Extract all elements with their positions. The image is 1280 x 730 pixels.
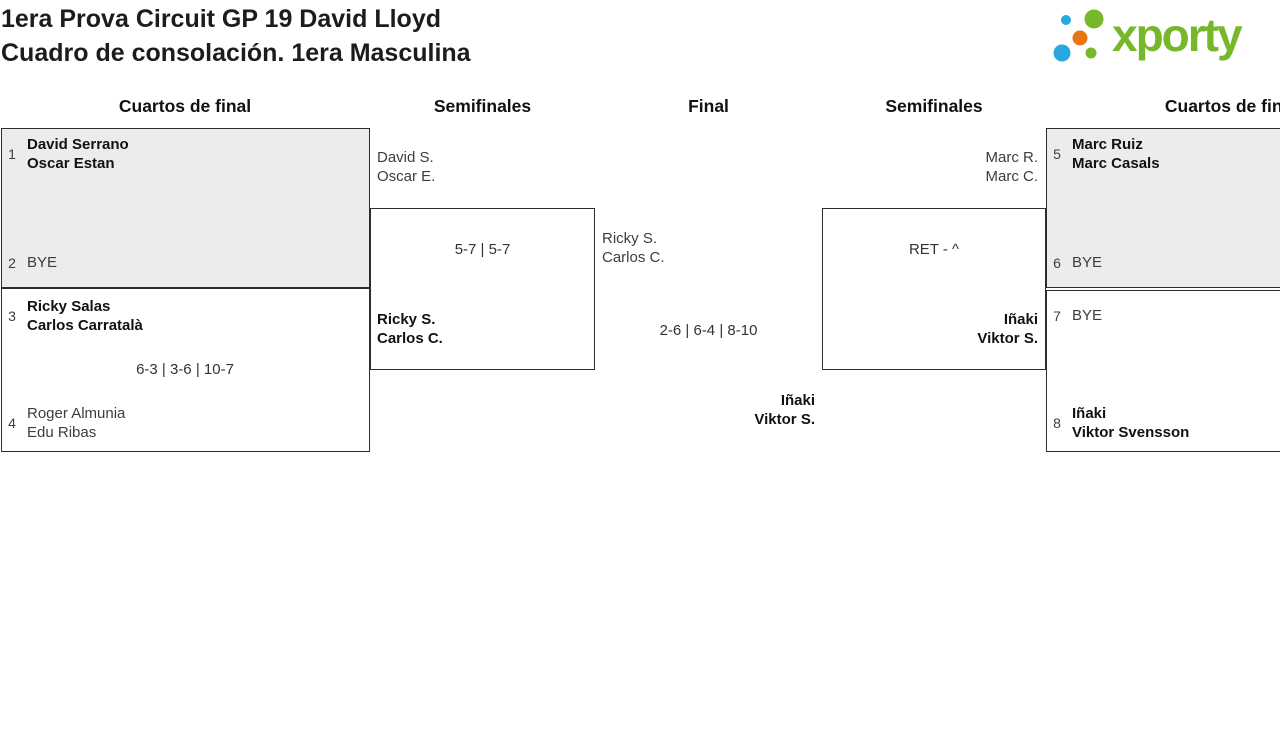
player-name: Ricky S. [377, 311, 436, 328]
tournament-name: 1era Prova Circuit GP 19 David Lloyd [1, 5, 441, 33]
player-name: Marc R. [985, 149, 1039, 166]
team-entry: 6 BYE [1048, 253, 1102, 272]
team-entry: Iñaki Viktor S. [822, 310, 1038, 348]
seed-number: 6 [1053, 254, 1061, 271]
round-header-left-quarters: Cuartos de final [118, 96, 252, 116]
team-entry: 7 BYE [1048, 306, 1102, 325]
match-score: 5-7 | 5-7 [454, 241, 511, 258]
player-name: Ricky S. [602, 230, 658, 247]
round-header-right-quarters: Cuartos de final [1164, 96, 1280, 116]
match-box-right-quarter-1 [1046, 128, 1280, 288]
bye-label: BYE [1072, 254, 1103, 271]
team-entry: Iñaki Viktor S. [595, 391, 815, 429]
team-entry: 8 Iñaki Viktor Svensson [1048, 404, 1189, 442]
player-name: Oscar Estan [27, 155, 115, 172]
match-box-right-quarter-2 [1046, 290, 1280, 452]
player-name: Iñaki [1003, 311, 1038, 328]
player-name: Marc Ruiz [1072, 136, 1143, 153]
seed-number: 7 [1053, 307, 1061, 324]
team-entry: 4 Roger Almunia Edu Ribas [3, 404, 125, 442]
page-title: 1era Prova Circuit GP 19 David Lloyd Cua… [1, 2, 471, 70]
player-name: Carlos Carratalà [27, 317, 143, 334]
player-name: Iñaki [1072, 405, 1107, 422]
player-name: Marc C. [985, 168, 1039, 185]
team-entry: 3 Ricky Salas Carlos Carratalà [3, 297, 143, 335]
player-name: Marc Casals [1072, 155, 1160, 172]
match-box-left-quarter-2 [1, 288, 370, 452]
match-score: 6-3 | 3-6 | 10-7 [136, 361, 234, 378]
team-entry: Marc R. Marc C. [822, 148, 1039, 186]
round-header-right-semis: Semifinales [885, 96, 983, 116]
team-entry: 1 David Serrano Oscar Estan [3, 135, 129, 173]
team-entry: 2 BYE [3, 253, 57, 272]
match-score: 2-6 | 6-4 | 8-10 [659, 322, 758, 339]
seed-number: 4 [8, 415, 16, 431]
team-entry: Ricky S. Carlos C. [377, 310, 443, 348]
player-name: Oscar E. [377, 168, 436, 185]
team-entry: 5 Marc Ruiz Marc Casals [1048, 135, 1160, 173]
xporty-wordmark: xporty [1112, 9, 1243, 61]
player-name: Viktor Svensson [1072, 424, 1190, 441]
bye-label: BYE [27, 254, 58, 271]
team-entry: Ricky S. Carlos C. [602, 229, 665, 267]
round-header-final: Final [688, 96, 729, 116]
round-header-left-semis: Semifinales [433, 96, 532, 116]
player-name: Ricky Salas [27, 298, 111, 315]
seed-number: 3 [8, 308, 16, 324]
player-name: Roger Almunia [27, 405, 126, 422]
player-name: Iñaki [780, 392, 815, 409]
draw-name: Cuadro de consolación. 1era Masculina [1, 39, 471, 67]
player-name: Viktor S. [754, 411, 815, 428]
match-score: RET - ^ [908, 241, 960, 258]
xporty-logo[interactable]: xporty [1050, 4, 1280, 68]
match-box-right-semi [822, 208, 1046, 370]
player-name: Carlos C. [377, 330, 443, 347]
bye-label: BYE [1072, 307, 1103, 324]
seed-number: 1 [8, 146, 16, 162]
match-box-left-semi [370, 208, 595, 370]
player-name: David S. [377, 149, 434, 166]
player-name: Carlos C. [602, 249, 665, 266]
player-name: Viktor S. [977, 330, 1038, 347]
team-entry: David S. Oscar E. [377, 148, 435, 186]
seed-number: 8 [1053, 415, 1061, 431]
seed-number: 5 [1053, 146, 1061, 162]
player-name: David Serrano [27, 136, 129, 153]
xporty-dots-icon [1053, 9, 1104, 62]
player-name: Edu Ribas [27, 424, 97, 441]
seed-number: 2 [8, 254, 16, 271]
match-box-left-quarter-1 [1, 128, 370, 288]
